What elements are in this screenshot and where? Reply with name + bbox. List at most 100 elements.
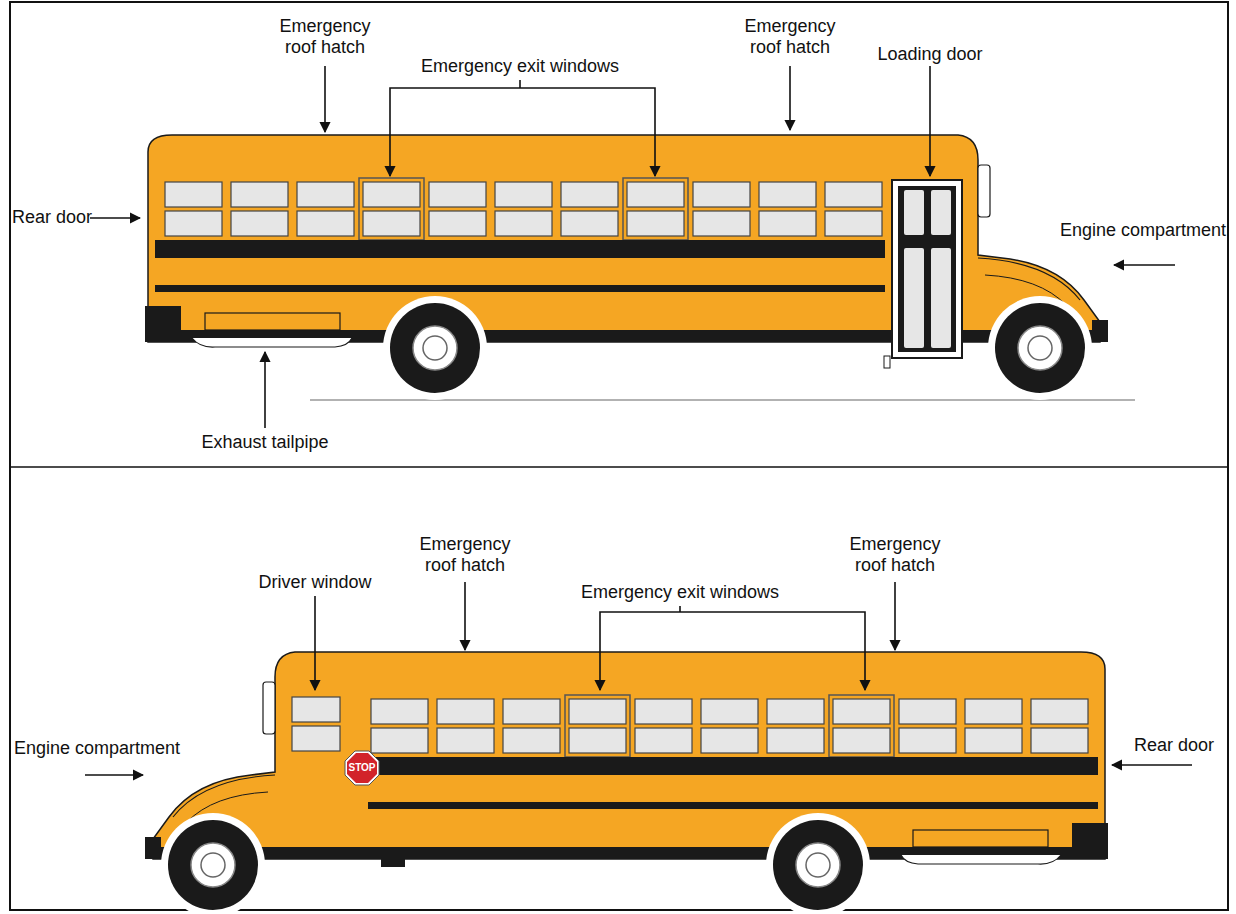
window-pane [701, 699, 758, 724]
window-pane [759, 211, 816, 236]
window-pane [231, 211, 288, 236]
window-pane [635, 699, 692, 724]
window-pane [495, 211, 552, 236]
tire [995, 303, 1085, 393]
loading-door-frame [898, 186, 956, 352]
window-pane [693, 182, 750, 207]
wheel-hub [423, 336, 447, 360]
window-pane [569, 699, 626, 724]
window-pane [759, 182, 816, 207]
emergency-window-frame [565, 695, 630, 757]
part-label: Rear door [12, 207, 102, 228]
door-glass [931, 190, 951, 235]
window-pane [495, 182, 552, 207]
exhaust-tailpipe [192, 338, 352, 347]
front-bumper [1092, 320, 1108, 342]
wheel-arch [383, 296, 487, 400]
rub-rail-stripe [368, 802, 1098, 809]
part-label: Engine compartment [14, 738, 194, 759]
rear-bumper [1072, 823, 1108, 859]
window-pane [231, 182, 288, 207]
rub-rail-stripe [155, 285, 885, 292]
stop-sign-text: STOP [340, 762, 384, 774]
wheel-hub [201, 853, 225, 877]
window-pane [833, 728, 890, 753]
frame [10, 2, 1228, 910]
part-label: Emergency roof hatch [270, 16, 380, 57]
wheel-rim [796, 843, 840, 887]
window-pane [833, 699, 890, 724]
window-pane [825, 182, 882, 207]
window-pane [569, 728, 626, 753]
wheel-arch [161, 813, 265, 914]
window-pane [899, 728, 956, 753]
part-label: Loading door [870, 44, 990, 65]
emergency-window-frame [623, 178, 688, 240]
window-pane [437, 699, 494, 724]
tire [773, 820, 863, 910]
tire [168, 820, 258, 910]
tailpipe-housing [913, 830, 1048, 847]
part-label: Emergency roof hatch [840, 534, 950, 575]
window-pane [701, 728, 758, 753]
side-mirror [978, 165, 990, 217]
emergency-window-frame [359, 178, 424, 240]
wheel-rim [413, 326, 457, 370]
part-label: Emergency exit windows [410, 56, 630, 77]
leader-arrows [85, 66, 1192, 775]
window-pane [1031, 699, 1088, 724]
window-pane [767, 728, 824, 753]
wheel-rim [1018, 326, 1062, 370]
door-glass [904, 248, 924, 348]
window-pane [693, 211, 750, 236]
emergency-window-frame [829, 695, 894, 757]
window-pane [1031, 728, 1088, 753]
door-glass [904, 190, 924, 235]
window-pane [297, 211, 354, 236]
window-pane [363, 211, 420, 236]
window-pane [165, 182, 222, 207]
bus-side-left [145, 652, 1108, 914]
window-pane [561, 211, 618, 236]
window-pane [371, 699, 428, 724]
wheel-hub [806, 853, 830, 877]
window-pane [429, 211, 486, 236]
window-pane [767, 699, 824, 724]
rub-rail-stripe [155, 240, 885, 258]
window-pane [965, 728, 1022, 753]
part-label: Emergency roof hatch [735, 16, 845, 57]
driver-window-pane [292, 697, 340, 722]
divider [10, 466, 1228, 468]
part-label: Engine compartment [1050, 220, 1226, 241]
window-pane [899, 699, 956, 724]
front-bumper [145, 837, 161, 859]
door-glass [931, 248, 951, 348]
window-pane [627, 211, 684, 236]
door-step [884, 356, 890, 368]
fuel-step [381, 859, 405, 867]
rub-rail-stripe [368, 757, 1098, 775]
wheel-hub [1028, 336, 1052, 360]
wheel-arch [988, 296, 1092, 400]
driver-window-pane [292, 726, 340, 751]
wheel-rim [191, 843, 235, 887]
hood-line [173, 775, 275, 817]
wheel-arch [766, 813, 870, 914]
window-pane [503, 699, 560, 724]
window-pane [371, 728, 428, 753]
part-label: Exhaust tailpipe [190, 432, 340, 453]
part-label: Rear door [1134, 735, 1230, 756]
bus-body [153, 652, 1105, 859]
window-pane [297, 182, 354, 207]
bus-side-right [145, 135, 1108, 400]
window-pane [965, 699, 1022, 724]
hood-line [978, 258, 1080, 300]
side-mirror [263, 682, 275, 734]
rear-bumper [145, 306, 181, 342]
window-pane [165, 211, 222, 236]
window-pane [561, 182, 618, 207]
window-pane [363, 182, 420, 207]
window-pane [627, 182, 684, 207]
